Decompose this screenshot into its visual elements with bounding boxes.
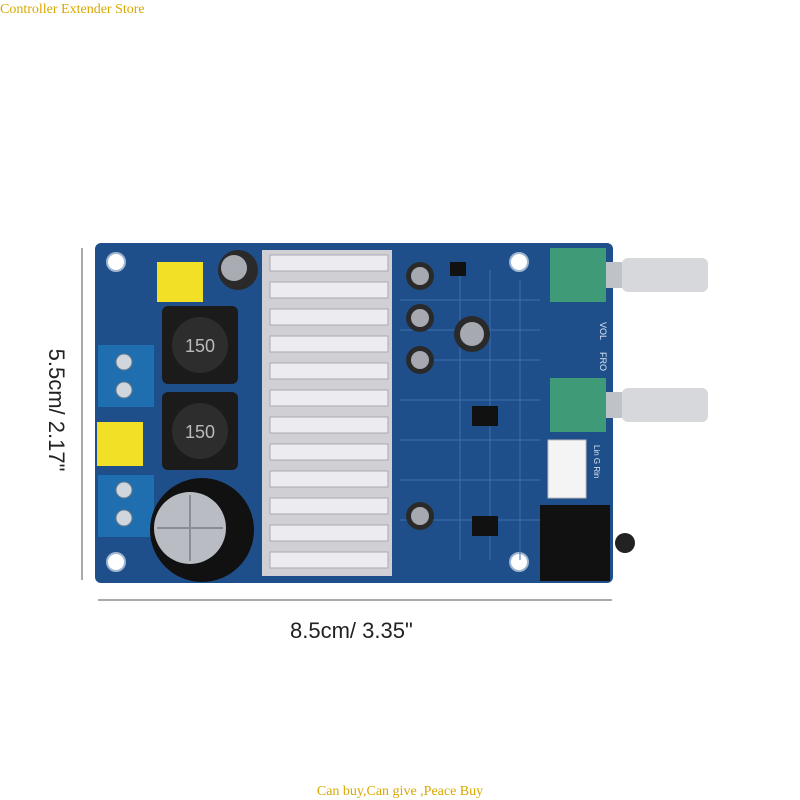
op-amp-chip <box>472 516 498 536</box>
width-dimension-label: 8.5cm/ 3.35" <box>290 618 413 643</box>
volume-knob-shaft <box>622 258 708 292</box>
store-watermark: Controller Extender Store <box>0 2 145 17</box>
bass-potentiometer <box>550 378 606 432</box>
vol-label: VOL <box>598 322 608 340</box>
mount-hole <box>509 552 529 572</box>
footer-watermark: Can buy,Can give ,Peace Buy <box>316 784 484 799</box>
inductor-bottom-label: 150 <box>185 422 215 442</box>
mount-hole <box>106 252 126 272</box>
bass-knob-shaft <box>622 388 708 422</box>
yellow-capacitor-top <box>157 262 203 302</box>
lgr-label: Lin G Rin <box>592 445 601 478</box>
signal-connector <box>547 439 587 499</box>
yellow-capacitor-left <box>97 422 143 466</box>
mount-hole <box>509 252 529 272</box>
fro-label: FRO <box>598 352 608 371</box>
heatsink <box>262 250 392 576</box>
op-amp-chip <box>472 406 498 426</box>
height-dimension-label: 5.5cm/ 2.17" <box>44 348 69 472</box>
audio-jack <box>540 505 610 581</box>
inductor-top-label: 150 <box>185 336 215 356</box>
volume-potentiometer <box>550 248 606 302</box>
mount-hole <box>106 552 126 572</box>
